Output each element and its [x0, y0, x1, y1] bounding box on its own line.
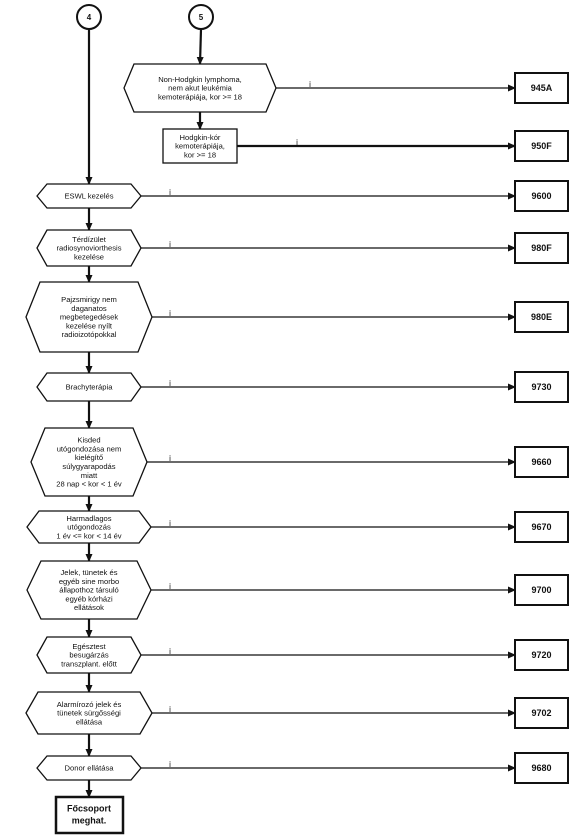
decision-text: ellátások [74, 603, 104, 612]
decision-text: miatt [81, 471, 98, 480]
yes-label: i [169, 309, 171, 318]
decision-text: kemoterápiája, kor >= 18 [158, 92, 242, 101]
decision-text: transzplant. előtt [61, 659, 118, 668]
decision-text: Brachyterápia [66, 383, 114, 392]
decision-node [162, 128, 238, 164]
decision-text: súlygyarapodás [62, 462, 115, 471]
outcome-code: 9720 [531, 650, 551, 660]
outcome-box [514, 511, 569, 543]
decision-text: utógondozása nem [57, 444, 122, 453]
outcome-code: 9660 [531, 457, 551, 467]
outcome-box [514, 697, 569, 729]
decision-text: Hodgkin-kór [180, 133, 221, 142]
yes-label: i [169, 647, 171, 656]
connector-label: 5 [199, 13, 204, 22]
decision-text: kielégítő [75, 453, 103, 462]
decision-node [36, 372, 142, 402]
decision-text: állapothoz társuló [59, 586, 119, 595]
outcome-box [514, 639, 569, 671]
yes-label: i [169, 379, 171, 388]
outcome-code: 9730 [531, 382, 551, 392]
decision-text: egyéb sine morbo [59, 577, 119, 586]
decision-node [36, 183, 142, 209]
end-box-text: Főcsoport [67, 804, 111, 814]
outcome-code: 945A [531, 83, 553, 93]
outcome-code: 9680 [531, 763, 551, 773]
decision-text: kezelése [74, 252, 104, 261]
decision-node [25, 691, 153, 735]
outcome-box [514, 752, 569, 784]
yes-label: i [169, 705, 171, 714]
outcome-box [514, 72, 569, 104]
yes-label: i [169, 454, 171, 463]
outcome-box [514, 232, 569, 264]
decision-text: utógondozás [67, 523, 111, 532]
yes-label: i [169, 240, 171, 249]
decision-text: Alarmírozó jelek és [57, 700, 122, 709]
outcome-box [514, 130, 569, 162]
decision-text: ESWL kezelés [64, 192, 113, 201]
connector-4 [76, 4, 102, 30]
decision-text: Egésztest [72, 642, 106, 651]
outcome-code: 9702 [531, 708, 551, 718]
outcome-box [514, 301, 569, 333]
decision-node [26, 510, 152, 544]
decision-text: Donor ellátása [65, 764, 115, 773]
outcome-code: 980F [531, 243, 552, 253]
end-box-text: meghat. [72, 816, 107, 826]
decision-text: 28 nap < kor < 1 év [56, 480, 122, 489]
decision-text: nem akut leukémia [168, 84, 233, 93]
yes-label: i [296, 138, 298, 147]
outcome-code: 9700 [531, 585, 551, 595]
decision-text: Pajzsmirigy nem [61, 295, 117, 304]
decision-text: megbetegedések [60, 313, 118, 322]
decision-text: Jelek, tünetek és [61, 568, 118, 577]
connector-5 [188, 4, 214, 30]
end-box [54, 795, 125, 835]
outcome-code: 9670 [531, 522, 551, 532]
decision-text: egyéb kórházi [65, 594, 113, 603]
decision-node [36, 636, 142, 674]
decision-text: besugárzás [69, 651, 108, 660]
decision-text: Harmadlagos [66, 514, 111, 523]
yes-label: i [169, 519, 171, 528]
outcome-code: 980E [531, 312, 552, 322]
outcome-code: 950F [531, 141, 552, 151]
decision-text: kezelése nyílt [66, 321, 113, 330]
decision-node [123, 63, 277, 113]
decision-node [25, 281, 153, 353]
decision-text: radioizotópokkal [62, 330, 117, 339]
decision-text: kemoterápiája, [175, 142, 225, 151]
decision-text: daganatos [71, 304, 107, 313]
outcome-code: 9600 [531, 191, 551, 201]
decision-node [36, 229, 142, 267]
connector-5-line [196, 28, 204, 65]
outcome-box [514, 180, 569, 212]
decision-text: 1 év <= kor < 14 év [56, 531, 121, 540]
decision-text: tünetek sürgősségi [57, 709, 121, 718]
decision-text: radiosynoviorthesis [57, 244, 122, 253]
yes-label: i [169, 188, 171, 197]
decision-text: Non-Hodgkin lymphoma, [158, 75, 242, 84]
decision-text: kor >= 18 [184, 150, 216, 159]
decision-text: ellátása [76, 717, 103, 726]
yes-label: i [169, 760, 171, 769]
decision-text: Kisded [77, 436, 100, 445]
outcome-box [514, 446, 569, 478]
connector-label: 4 [87, 13, 92, 22]
outcome-box [514, 371, 569, 403]
outcome-box [514, 574, 569, 606]
decision-text: Térdízület [72, 235, 107, 244]
decision-node [30, 427, 148, 497]
yes-label: i [309, 80, 311, 89]
connector-lines [85, 28, 516, 798]
decision-node [26, 560, 152, 620]
decision-node [36, 755, 142, 781]
yes-label: i [169, 582, 171, 591]
